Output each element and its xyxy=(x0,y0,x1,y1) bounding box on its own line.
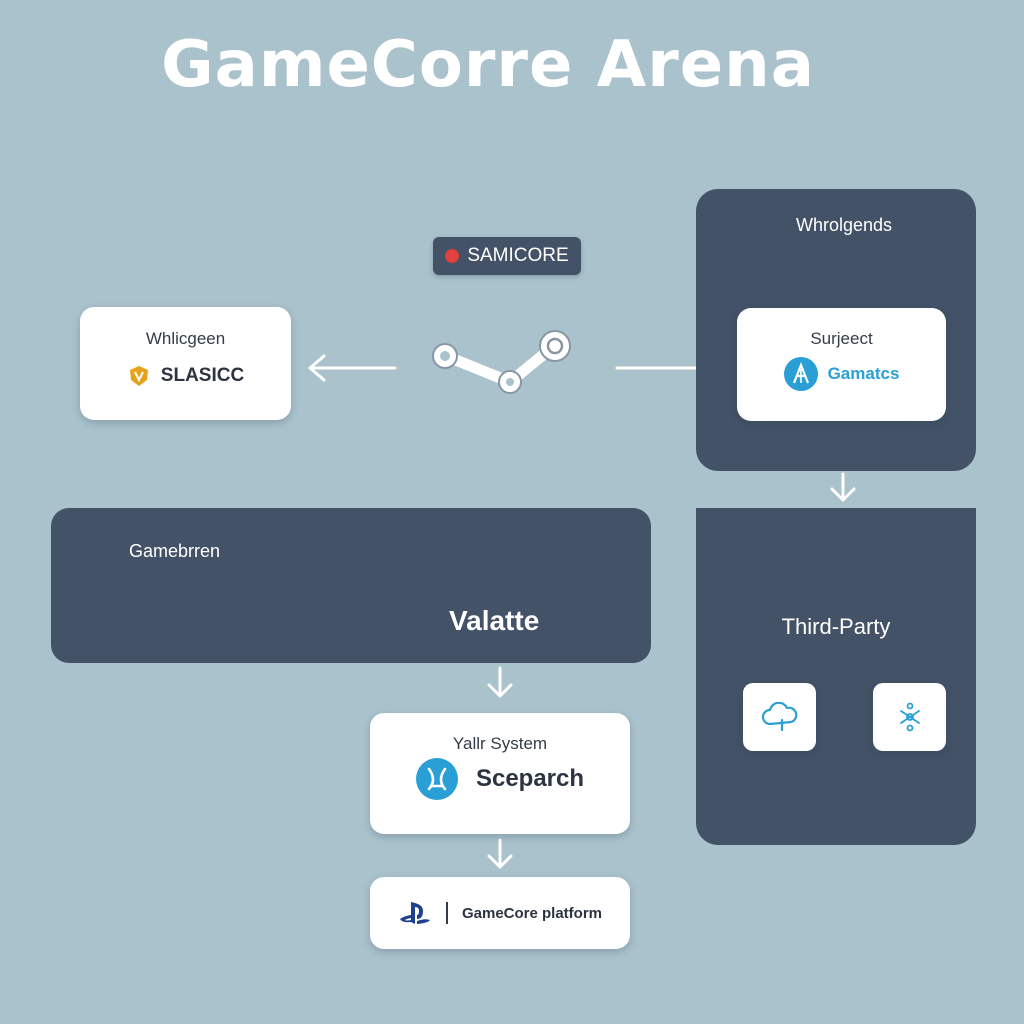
right-card-heading: Surjeect xyxy=(810,329,873,348)
platform-card-logo: GameCore platform xyxy=(370,877,630,949)
network-icon xyxy=(899,702,920,732)
arrow-down-middle xyxy=(487,666,513,698)
playstation-icon xyxy=(399,902,430,924)
badge-label: SAMICORE xyxy=(467,245,569,266)
platform-divider xyxy=(445,902,448,924)
wide-panel-label: Gamebrren xyxy=(129,541,221,561)
right-panel-card: Surjeect Gamatcs xyxy=(737,308,946,421)
right-card-logo: Gamatcs xyxy=(737,357,946,391)
left-card-logo: SLASICC xyxy=(80,363,291,389)
diagram-title: GameCorre Arena xyxy=(161,28,815,102)
wide-panel: Gamebrren Valatte xyxy=(51,508,651,663)
third-party-label: Third-Party xyxy=(781,614,891,639)
cloud-tile[interactable] xyxy=(743,683,816,751)
system-card-logo: Sceparch xyxy=(370,758,630,800)
arrow-down-right xyxy=(830,472,856,502)
arrow-left xyxy=(308,354,397,382)
arrow-down-bottom xyxy=(487,838,513,869)
platform-card-logo-text: GameCore platform xyxy=(461,904,603,922)
network-tile[interactable] xyxy=(873,683,946,751)
system-card: Yallr System Sceparch xyxy=(370,713,630,834)
cloud-icon xyxy=(761,702,797,732)
third-party-panel: Third-Party xyxy=(696,508,976,845)
right-panel-heading: Whrolgends xyxy=(795,215,893,235)
gold-emblem-icon xyxy=(129,366,148,386)
left-card-heading: Whlicgeen xyxy=(145,329,226,348)
platform-card: GameCore platform xyxy=(370,877,630,949)
samicore-badge: SAMICORE xyxy=(433,237,581,275)
steam-logo-icon xyxy=(432,330,571,394)
left-card-logo-text: SLASICC xyxy=(160,365,245,386)
system-card-logo-text: Sceparch xyxy=(475,765,585,792)
blue-a-circle-icon xyxy=(783,357,818,391)
left-card: Whlicgeen SLASICC xyxy=(80,307,291,420)
right-top-panel: Whrolgends Surjeect Gamatcs xyxy=(696,189,976,471)
blue-x-circle-icon xyxy=(415,758,458,800)
red-dot-icon xyxy=(445,249,460,263)
wide-panel-value: Valatte xyxy=(449,605,540,636)
system-card-heading: Yallr System xyxy=(452,734,548,753)
right-card-logo-text: Gamatcs xyxy=(827,364,900,383)
